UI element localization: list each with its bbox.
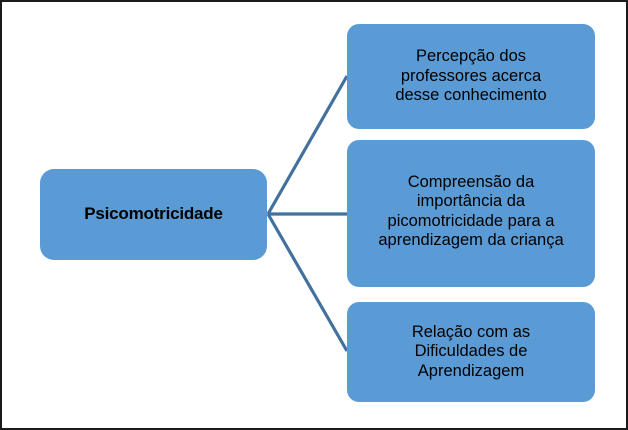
connector-to-branch-2	[266, 213, 349, 352]
node-relacao-dificuldades-label: Relação com as Dificuldades de Aprendiza…	[411, 322, 531, 380]
node-percepcao-professores[interactable]: Percepção dos professores acerca desse c…	[347, 24, 595, 129]
node-psicomotricidade-label: Psicomotricidade	[84, 204, 223, 224]
node-compreensao-importancia[interactable]: Compreensão da importância da picomotric…	[347, 140, 595, 287]
node-percepcao-professores-label: Percepção dos professores acerca desse c…	[395, 47, 547, 105]
node-psicomotricidade[interactable]: Psicomotricidade	[40, 169, 267, 260]
connector-to-branch-0	[266, 75, 349, 215]
node-relacao-dificuldades[interactable]: Relação com as Dificuldades de Aprendiza…	[347, 302, 595, 402]
node-compreensao-importancia-label: Compreensão da importância da picomotric…	[378, 172, 564, 249]
